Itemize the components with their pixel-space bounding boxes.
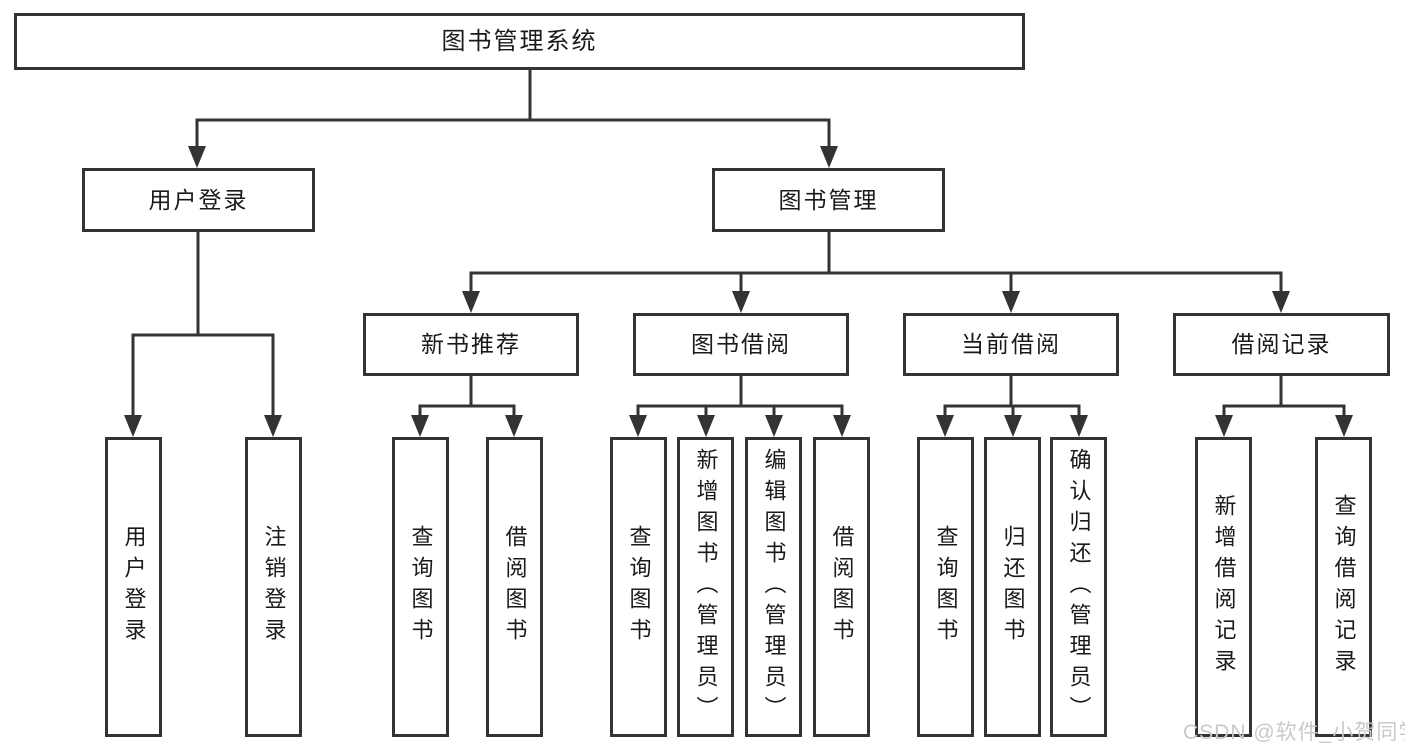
leaf-query-books-borrowing-label: 查询图书 (626, 525, 652, 649)
node-current-borrowing: 当前借阅 (903, 313, 1119, 376)
node-user-login: 用户登录 (82, 168, 315, 232)
node-book-borrowing-label: 图书借阅 (691, 331, 791, 357)
node-current-borrowing-label: 当前借阅 (961, 331, 1061, 357)
node-borrowing-records: 借阅记录 (1173, 313, 1390, 376)
leaf-add-borrow-record: 新增借阅记录 (1195, 437, 1252, 737)
leaf-user-login-label: 用户登录 (121, 525, 147, 649)
node-new-book-recommend-label: 新书推荐 (421, 331, 521, 357)
connector-strokes (131, 68, 1346, 419)
leaf-borrow-books-recommend-label: 借阅图书 (502, 525, 528, 649)
leaf-borrow-books-borrowing-label: 借阅图书 (829, 525, 855, 649)
leaf-add-books-admin-label: 新增图书（管理员） (693, 447, 719, 727)
leaf-user-login: 用户登录 (105, 437, 162, 737)
node-borrowing-records-label: 借阅记录 (1231, 331, 1332, 357)
leaf-return-books-label: 归还图书 (1000, 525, 1026, 649)
csdn-watermark: CSDN @软件_小贺同学 (1183, 721, 1405, 744)
leaf-query-books-current: 查询图书 (917, 437, 974, 737)
leaf-edit-books-admin: 编辑图书（管理员） (745, 437, 802, 737)
node-library-system: 图书管理系统 (14, 13, 1025, 70)
node-book-management-label: 图书管理 (778, 186, 879, 213)
node-book-management: 图书管理 (712, 168, 945, 232)
leaf-query-books-current-label: 查询图书 (933, 525, 959, 649)
leaf-add-books-admin: 新增图书（管理员） (677, 437, 734, 737)
leaf-logout: 注销登录 (245, 437, 302, 737)
leaf-query-books-borrowing: 查询图书 (610, 437, 667, 737)
leaf-query-books-recommend: 查询图书 (392, 437, 449, 737)
leaf-query-borrow-record: 查询借阅记录 (1315, 437, 1372, 737)
node-new-book-recommend: 新书推荐 (363, 313, 579, 376)
node-user-login-label: 用户登录 (148, 186, 249, 213)
leaf-query-books-recommend-label: 查询图书 (408, 525, 434, 649)
leaf-confirm-return-admin: 确认归还（管理员） (1050, 437, 1107, 737)
node-library-system-label: 图书管理系统 (441, 27, 598, 55)
leaf-borrow-books-borrowing: 借阅图书 (813, 437, 870, 737)
arrowheads (124, 146, 1353, 437)
leaf-query-borrow-record-label: 查询借阅记录 (1331, 494, 1357, 680)
leaf-confirm-return-admin-label: 确认归还（管理员） (1066, 447, 1092, 727)
leaf-borrow-books-recommend: 借阅图书 (486, 437, 543, 737)
node-book-borrowing: 图书借阅 (633, 313, 849, 376)
leaf-add-borrow-record-label: 新增借阅记录 (1211, 494, 1237, 680)
leaf-logout-label: 注销登录 (261, 525, 287, 649)
leaf-return-books: 归还图书 (984, 437, 1041, 737)
leaf-edit-books-admin-label: 编辑图书（管理员） (761, 447, 787, 727)
